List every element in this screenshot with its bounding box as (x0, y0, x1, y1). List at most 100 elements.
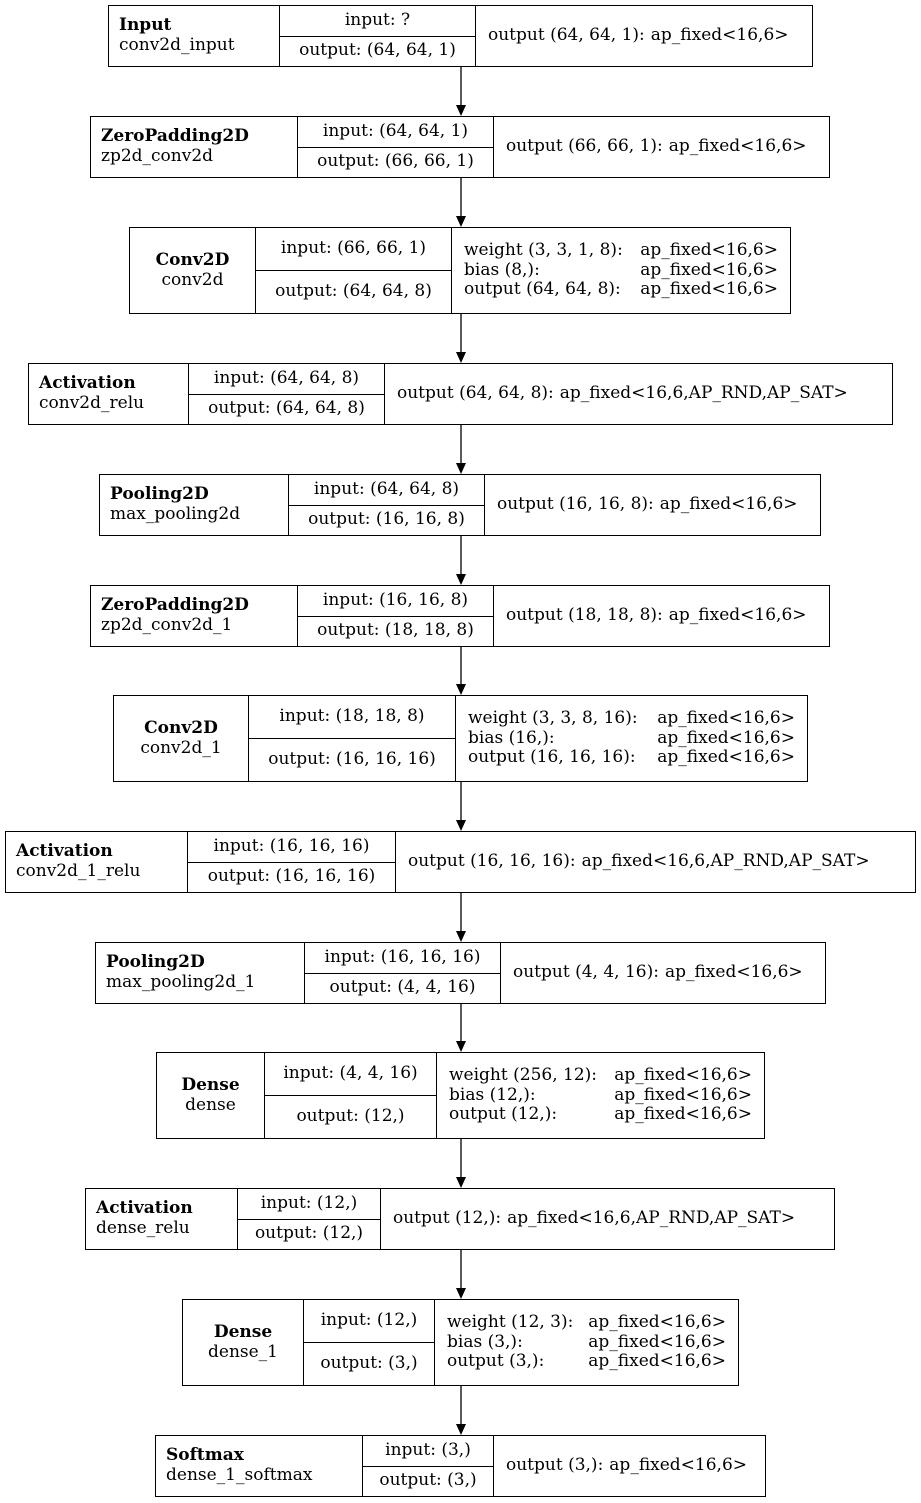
precision-label: output (3,): (447, 1351, 545, 1372)
layer-output-shape: output: (12,) (265, 1095, 436, 1138)
layer-type: ZeroPadding2D (101, 595, 249, 616)
precision-value: ap_fixed<16,6> (640, 240, 778, 261)
layer-precision-cell: weight (3, 3, 8, 16):ap_fixed<16,6>bias … (456, 696, 807, 781)
layer-output-shape: output: (64, 64, 8) (256, 270, 451, 313)
layer-precision-cell: output (16, 16, 8):ap_fixed<16,6> (485, 475, 820, 535)
layer-precision-cell: output (66, 66, 1):ap_fixed<16,6> (494, 117, 829, 177)
layer-precision-cell: output (64, 64, 1):ap_fixed<16,6> (476, 6, 812, 66)
layer-input-shape: input: (16, 16, 16) (213, 835, 370, 856)
precision-value: ap_fixed<16,6,AP_RND,AP_SAT> (507, 1208, 796, 1229)
precision-row: weight (12, 3):ap_fixed<16,6> (447, 1313, 726, 1333)
precision-value: ap_fixed<16,6> (609, 1455, 748, 1476)
layer-type: Softmax (166, 1445, 244, 1466)
layer-type: Activation (96, 1198, 193, 1219)
layer-shape-cell: input: (12,)output: (12,) (238, 1189, 381, 1249)
layer-precision-cell: output (12,):ap_fixed<16,6,AP_RND,AP_SAT… (381, 1189, 834, 1249)
precision-row: output (3,): ap_fixed<16,6> (447, 1352, 726, 1372)
layer-output-shape: output: (16, 16, 8) (289, 504, 484, 536)
arrowhead-icon (456, 352, 466, 363)
layer-name: conv2d (161, 269, 224, 290)
layer-input-shape: input: (16, 16, 8) (322, 589, 469, 610)
layer-output-shape: output: (3,) (363, 1465, 493, 1497)
layer-name: dense_relu (96, 1218, 190, 1238)
arrowhead-icon (456, 684, 466, 695)
layer-name: zp2d_conv2d_1 (101, 615, 233, 635)
layer-input-shape: input: (66, 66, 1) (280, 238, 427, 259)
precision-row: output (12,):ap_fixed<16,6,AP_RND,AP_SAT… (393, 1209, 822, 1229)
precision-label: output (16, 16, 16): (468, 747, 636, 768)
layer-type: Dense (213, 1321, 273, 1342)
layer-output-shape: output: (66, 66, 1) (298, 146, 493, 178)
layer-output-shape: output: (16, 16, 16) (249, 738, 455, 781)
layer-output-shape: output: (18, 18, 8) (298, 615, 493, 647)
layer-type: Activation (39, 373, 136, 394)
precision-row: bias (16,):ap_fixed<16,6> (468, 727, 795, 749)
layer-input-shape: input: (3,) (385, 1439, 471, 1460)
layer-input-shape: input: (16, 16, 16) (324, 946, 481, 967)
layer-shape-cell: input: (66, 66, 1) output: (64, 64, 8) (256, 228, 452, 313)
precision-row: weight (256, 12): ap_fixed<16,6> (449, 1066, 752, 1086)
precision-row: weight (3, 3, 8, 16):ap_fixed<16,6> (468, 709, 795, 729)
arrowhead-icon (456, 1288, 466, 1299)
layer-name: dense (185, 1094, 236, 1115)
layer-input-shape: input: (64, 64, 8) (213, 367, 360, 388)
precision-value: ap_fixed<16,6> (614, 1065, 752, 1086)
precision-value: ap_fixed<16,6> (588, 1312, 726, 1333)
precision-label: bias (16,): (468, 727, 555, 748)
layer-type: Pooling2D (110, 484, 209, 505)
precision-value: ap_fixed<16,6> (668, 136, 807, 157)
precision-row: output (3,):ap_fixed<16,6> (506, 1456, 753, 1476)
precision-value: ap_fixed<16,6> (640, 279, 778, 300)
layer-output-shape: output: (64, 64, 8) (189, 393, 384, 425)
arrowhead-icon (456, 463, 466, 474)
precision-label: bias (8,): (464, 259, 540, 280)
layer-shape-cell: input: ?output: (64, 64, 1) (280, 6, 476, 66)
layer-input-shape: input: (64, 64, 8) (313, 478, 460, 499)
arrowhead-icon (456, 931, 466, 942)
precision-value: ap_fixed<16,6> (657, 747, 795, 768)
layer-shape-cell: input: (64, 64, 8) output: (16, 16, 8) (289, 475, 485, 535)
layer-output-shape: output: (16, 16, 16) (188, 861, 395, 893)
precision-value: ap_fixed<16,6> (588, 1351, 726, 1372)
layer-input-shape: input: (18, 18, 8) (279, 706, 425, 727)
layer-precision-cell: output (4, 4, 16):ap_fixed<16,6> (501, 943, 825, 1003)
layer-name: conv2d_input (119, 35, 235, 55)
layer-output-shape: output: (64, 64, 1) (280, 35, 475, 67)
layer-type: ZeroPadding2D (101, 126, 249, 147)
layer-shape-cell: input: (12,)output: (3,) (304, 1300, 435, 1385)
precision-value: ap_fixed<16,6> (588, 1331, 726, 1352)
precision-label: output (3,): (506, 1455, 604, 1476)
precision-label: weight (256, 12): (449, 1065, 597, 1086)
layer-precision-cell: output (16, 16, 16):ap_fixed<16,6,AP_RND… (396, 832, 915, 892)
arrowhead-icon (456, 820, 466, 831)
layer-type: Conv2D (155, 249, 230, 270)
precision-row: output (12,):ap_fixed<16,6> (449, 1105, 752, 1125)
layer-name: conv2d_relu (39, 393, 145, 413)
precision-label: weight (3, 3, 1, 8): (464, 240, 623, 261)
arrowhead-icon (456, 574, 466, 585)
layer-name: conv2d_1_relu (16, 861, 141, 881)
layer-input-shape: input: (12,) (260, 1192, 358, 1213)
arrowhead-icon (456, 1177, 466, 1188)
layer-precision-cell: weight (3, 3, 1, 8):ap_fixed<16,6>bias (… (452, 228, 790, 313)
precision-row: output (16, 16, 16):ap_fixed<16,6,AP_RND… (408, 852, 903, 872)
precision-value: ap_fixed<16,6,AP_RND,AP_SAT> (581, 851, 870, 872)
precision-label: output (4, 4, 16): (513, 962, 659, 983)
precision-row: bias (8,):ap_fixed<16,6> (464, 259, 778, 281)
precision-label: bias (12,): (449, 1084, 536, 1105)
